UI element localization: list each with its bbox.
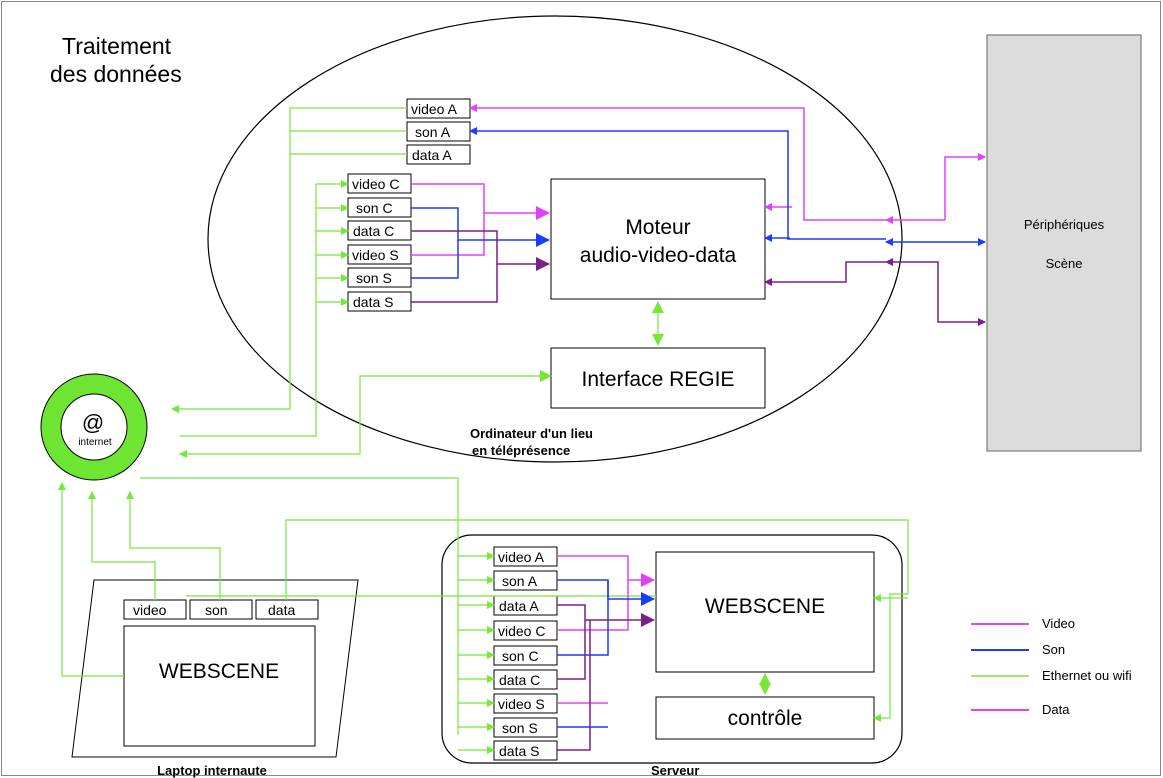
channel-video-a: video A: [411, 101, 458, 117]
server-label: Serveur: [651, 763, 699, 778]
engine-line1: Moteur: [625, 216, 690, 239]
telepresence-label-line1: Ordinateur d'un lieu: [470, 426, 593, 441]
legend-ethernet: Ethernet ou wifi: [1042, 668, 1132, 683]
video-links: [411, 104, 986, 704]
engine-line2: audio-video-data: [580, 244, 737, 267]
legend-video: Video: [1042, 616, 1075, 631]
son-links: [411, 127, 986, 728]
server-channel-data-c: data C: [499, 672, 540, 688]
interface-regie-box: [550, 347, 766, 409]
laptop-tab-son: son: [205, 602, 228, 618]
channel-video-s: video S: [352, 247, 399, 263]
server-channel-data-s: data S: [499, 743, 539, 759]
server-boundary: [441, 534, 903, 764]
channel-video-c: video C: [352, 176, 399, 192]
server-channel-video-c: video C: [498, 623, 545, 639]
channel-son-c: son C: [356, 200, 393, 216]
telepresence-label-line2: en téléprésence: [472, 443, 570, 458]
server-channel-video-s: video S: [498, 696, 545, 712]
server-channel-video-a: video A: [498, 549, 545, 565]
server-control-label: contrôle: [728, 707, 803, 730]
laptop-screen: [123, 625, 316, 747]
server-channel-list: video A son A data A video C son C data …: [493, 546, 558, 761]
channel-list-a: video A son A data A: [406, 98, 471, 165]
internet-core: [60, 393, 128, 461]
server-webscene-label: WEBSCENE: [705, 595, 825, 618]
title-line2: des données: [50, 61, 182, 87]
channel-son-a: son A: [415, 124, 451, 140]
ethernet-links: [58, 107, 909, 754]
laptop-tab-data: data: [268, 602, 295, 618]
data-links: [411, 230, 986, 751]
laptop-webscene: WEBSCENE: [159, 660, 279, 683]
server-channel-son-a: son A: [502, 573, 538, 589]
channel-data-s: data S: [353, 294, 393, 310]
channel-son-s: son S: [356, 270, 392, 286]
laptop-tab-video: video: [133, 602, 167, 618]
peripherals-box: [986, 34, 1142, 452]
peripherals-line1: Périphériques: [1024, 217, 1105, 232]
title-line1: Traitement: [62, 33, 172, 59]
server-channel-son-s: son S: [502, 720, 538, 736]
server-control-box: [655, 696, 875, 740]
channel-data-a: data A: [412, 147, 452, 163]
channel-data-c: data C: [353, 223, 394, 239]
legend: Video Son Ethernet ou wifi Data: [971, 616, 1132, 717]
server-channel-son-c: son C: [502, 648, 539, 664]
channel-list-cs: video C son C data C video S son S data …: [347, 173, 412, 312]
peripherals-line2: Scène: [1046, 256, 1083, 271]
legend-son: Son: [1042, 642, 1065, 657]
internet-at-icon: @: [82, 410, 104, 435]
laptop-label: Laptop internaute: [157, 763, 267, 778]
engine-box: [550, 178, 766, 300]
internet-label: internet: [78, 437, 112, 448]
interface-regie-label: Interface REGIE: [582, 368, 735, 391]
server-webscene-box: [655, 551, 875, 673]
server-channel-data-a: data A: [499, 598, 539, 614]
legend-data: Data: [1042, 702, 1070, 717]
